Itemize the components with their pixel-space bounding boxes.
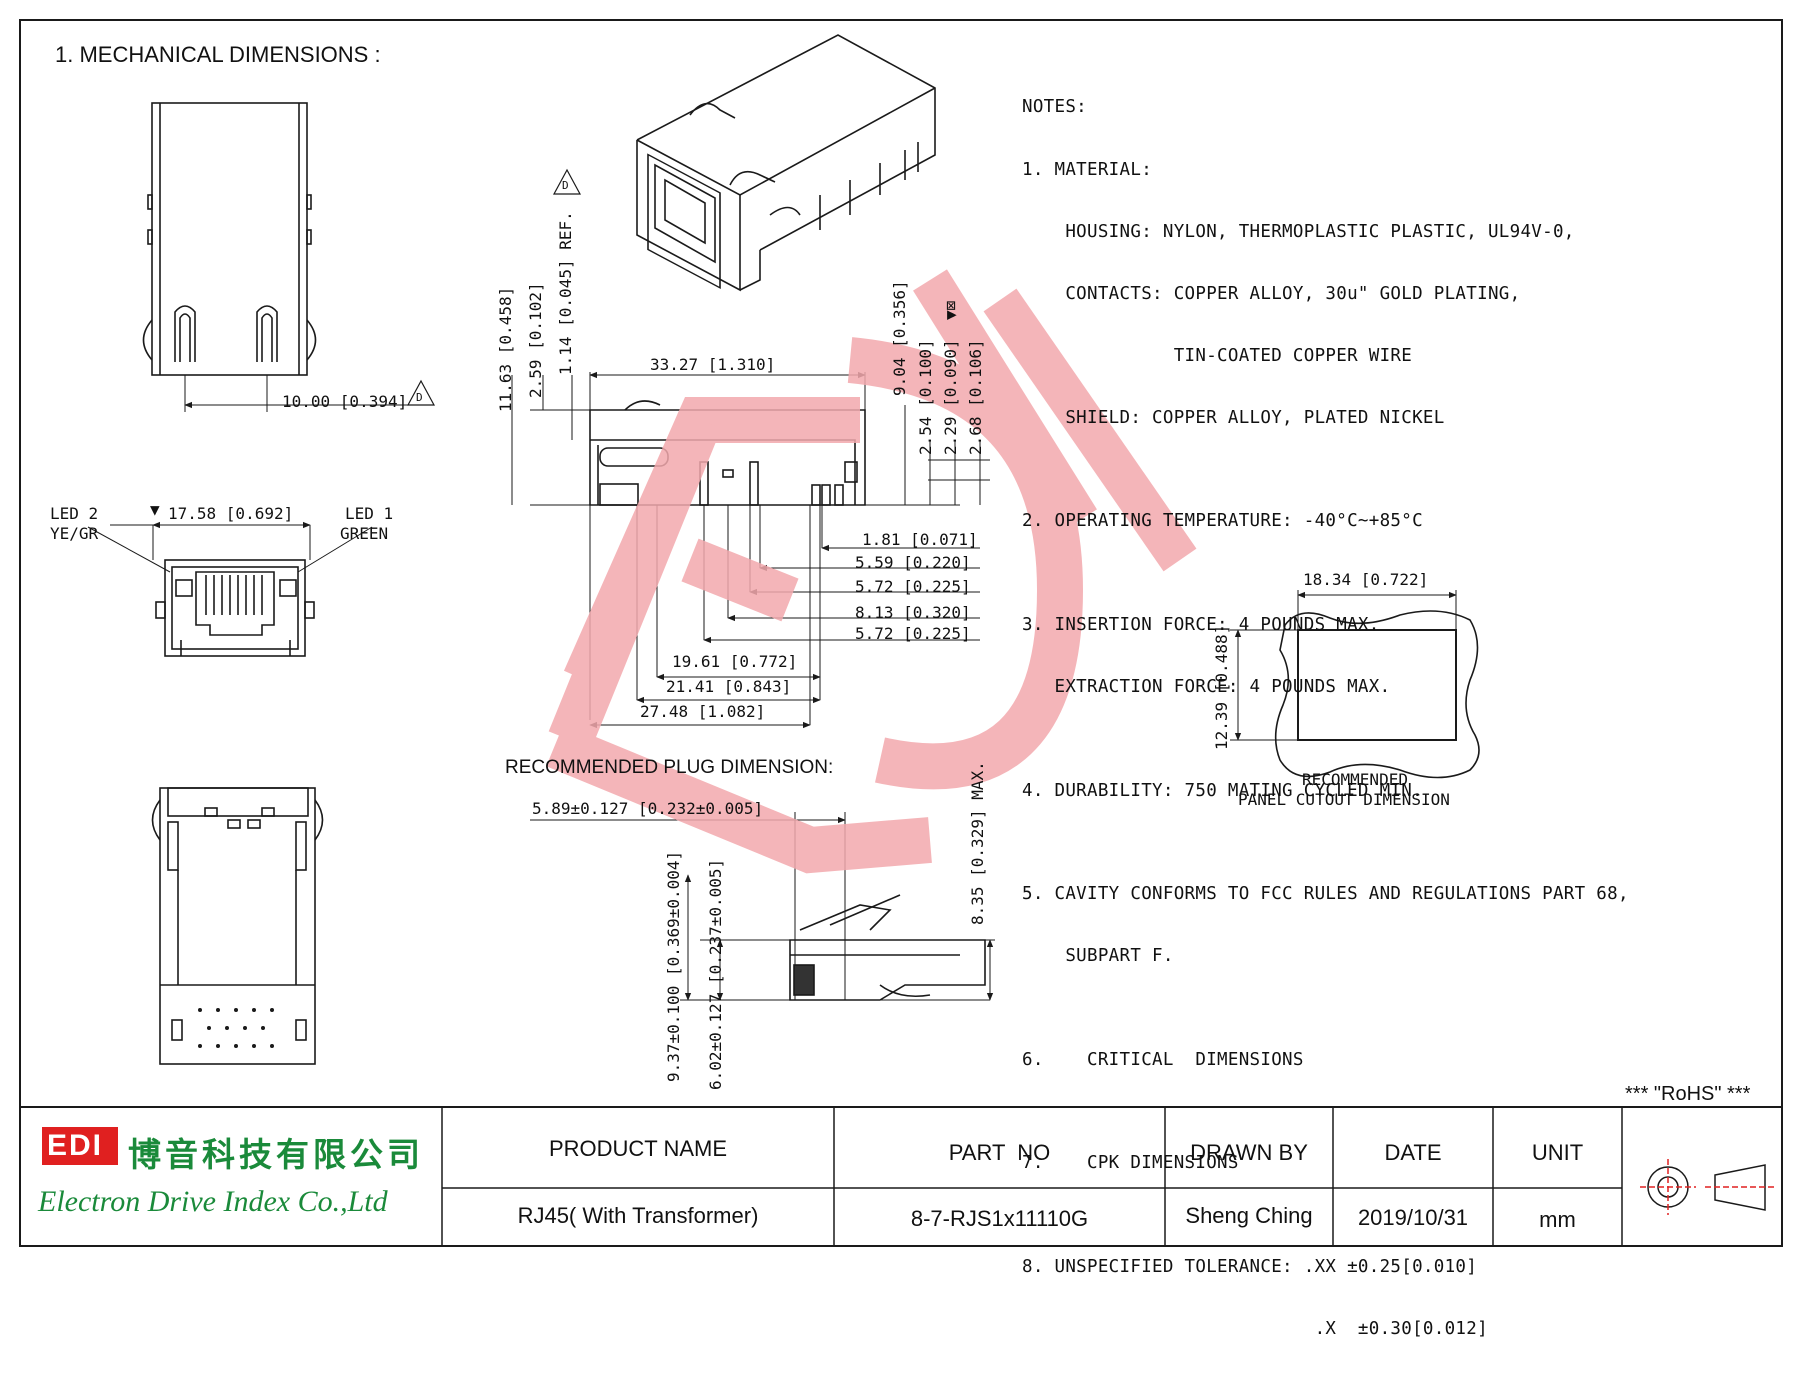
- tb-header-drawn-by: DRAWN BY: [1190, 1140, 1308, 1165]
- panel-cutout-drawing: [1230, 590, 1480, 779]
- note-line: SUBPART F.: [1022, 946, 1174, 967]
- company-logo: [42, 1127, 118, 1165]
- note-line: SHIELD: COPPER ALLOY, PLATED NICKEL: [1022, 407, 1445, 428]
- dim-2141: 21.41 [0.843]: [666, 677, 792, 696]
- company-name-en: Electron Drive Index Co.,Ltd: [38, 1185, 388, 1218]
- panel-label-1: RECOMMENDED: [1302, 770, 1408, 789]
- dim-panel-height: 12.39 [0.488]: [1212, 624, 1231, 750]
- dim-1961: 19.61 [0.772]: [672, 652, 798, 671]
- dim-panel-width: 18.34 [0.722]: [1303, 570, 1429, 589]
- dim-plug-602: 6.02±0.127 [0.237±0.005]: [706, 858, 725, 1090]
- note-line: HOUSING: NYLON, THERMOPLASTIC PLASTIC, U…: [1022, 221, 1575, 242]
- front-view-drawing: [87, 521, 373, 657]
- tb-value-product-name: RJ45( With Transformer): [517, 1203, 759, 1228]
- led1-label: LED 1: [345, 504, 394, 523]
- notes-block: NOTES: 1. MATERIAL: HOUSING: NYLON, THER…: [1022, 56, 1629, 1381]
- title-block-grid: [441, 1107, 1623, 1246]
- dim-plug-937: 9.37±0.100 [0.369±0.004]: [664, 850, 683, 1082]
- tb-header-unit: UNIT: [1531, 1140, 1584, 1165]
- drawing-canvas: [19, 19, 1783, 1247]
- drawing-sheet: 1. MECHANICAL DIMENSIONS : NOTES: 1. MAT…: [19, 19, 1783, 1339]
- note-line: 7. CPK DIMENSIONS: [1022, 1153, 1239, 1174]
- note-line: 1. MATERIAL:: [1022, 159, 1153, 180]
- bottom-view-drawing: [151, 787, 324, 1065]
- plug-title: RECOMMENDED PLUG DIMENSION:: [505, 757, 834, 778]
- tb-value-part-no: 8-7-RJS1x11110G: [910, 1206, 1089, 1231]
- projection-symbol: [1640, 1159, 1775, 1215]
- bottom-view-holes: [198, 1008, 274, 1048]
- dim-h-114: 1.14 [0.045] REF.: [556, 211, 575, 375]
- tb-header-part-no: PART NO: [948, 1140, 1051, 1165]
- dim-813: 8.13 [0.320]: [855, 603, 971, 622]
- rohs-label: *** "RoHS" ***: [1625, 1083, 1751, 1105]
- dim-top-pitch: 10.00 [0.394]: [282, 392, 408, 411]
- dim-559: 5.59 [0.220]: [855, 553, 971, 572]
- tb-header-product-name: PRODUCT NAME: [548, 1136, 728, 1161]
- ref-d-label: D: [416, 391, 423, 404]
- note-line: 5. CAVITY CONFORMS TO FCC RULES AND REGU…: [1022, 884, 1629, 905]
- dim-h-229: 2.29 [0.090]: [941, 339, 960, 455]
- sheet-title: 1. MECHANICAL DIMENSIONS :: [55, 42, 381, 67]
- dim-plug-835: 8.35 [0.329] MAX.: [968, 761, 987, 925]
- note-line: .X ±0.30[0.012]: [1022, 1318, 1488, 1339]
- critical-mark: ▼⊠: [941, 300, 960, 320]
- dim-181: 1.81 [0.071]: [862, 530, 978, 549]
- led2-color: YE/GR: [50, 524, 99, 543]
- dim-h-904: 9.04 [0.356]: [890, 280, 909, 396]
- ref-d-side: D: [562, 179, 569, 192]
- isometric-view-drawing: [636, 34, 936, 292]
- dim-h-268: 2.68 [0.106]: [966, 339, 985, 455]
- tb-header-date: DATE: [1384, 1140, 1442, 1165]
- dim-h-259: 2.59 [0.102]: [526, 282, 545, 398]
- company-name-cn: 博音科技有限公司: [128, 1135, 424, 1174]
- led2-label: LED 2: [50, 504, 99, 523]
- tb-value-drawn-by: Sheng Ching: [1185, 1203, 1313, 1228]
- note-line: EXTRACTION FORCE: 4 POUNDS MAX.: [1022, 677, 1391, 698]
- note-line: 6. CRITICAL DIMENSIONS: [1022, 1049, 1304, 1070]
- dim-h-1163: 11.63 [0.458]: [496, 286, 515, 412]
- note-line: 8. UNSPECIFIED TOLERANCE: .XX ±0.25[0.01…: [1022, 1256, 1478, 1277]
- top-view-drawing: [142, 102, 436, 412]
- dim-side-length: 33.27 [1.310]: [650, 355, 776, 374]
- tb-value-unit: mm: [1539, 1207, 1576, 1232]
- cpk-mark: ▼: [150, 500, 160, 519]
- dim-front-width: 17.58 [0.692]: [168, 504, 294, 523]
- sheet-border: [19, 19, 1783, 1247]
- dim-plug-589: 5.89±0.127 [0.232±0.005]: [532, 799, 764, 818]
- ref-triangle-side: [552, 168, 582, 195]
- dim-2748: 27.48 [1.082]: [640, 702, 766, 721]
- note-line: 3. INSERTION FORCE: 4 POUNDS MAX.: [1022, 614, 1380, 635]
- dim-h-254: 2.54 [0.100]: [916, 339, 935, 455]
- led1-color: GREEN: [340, 524, 389, 543]
- dim-572b: 5.72 [0.225]: [855, 624, 971, 643]
- note-line: 4. DURABILITY: 750 MATING CYCLED MIN.: [1022, 780, 1423, 801]
- note-line: 2. OPERATING TEMPERATURE: -40°C~+85°C: [1022, 511, 1423, 532]
- panel-label-2: PANEL CUTOUT DIMENSION: [1238, 790, 1450, 809]
- note-line: NOTES:: [1022, 97, 1088, 118]
- note-line: CONTACTS: COPPER ALLOY, 30u" GOLD PLATIN…: [1022, 283, 1521, 304]
- edi-watermark: [546, 269, 1197, 874]
- dim-572a: 5.72 [0.225]: [855, 577, 971, 596]
- tb-value-date: 2019/10/31: [1357, 1205, 1469, 1230]
- note-line: TIN-COATED COPPER WIRE: [1022, 345, 1413, 366]
- company-logo-text: EDI: [47, 1129, 104, 1162]
